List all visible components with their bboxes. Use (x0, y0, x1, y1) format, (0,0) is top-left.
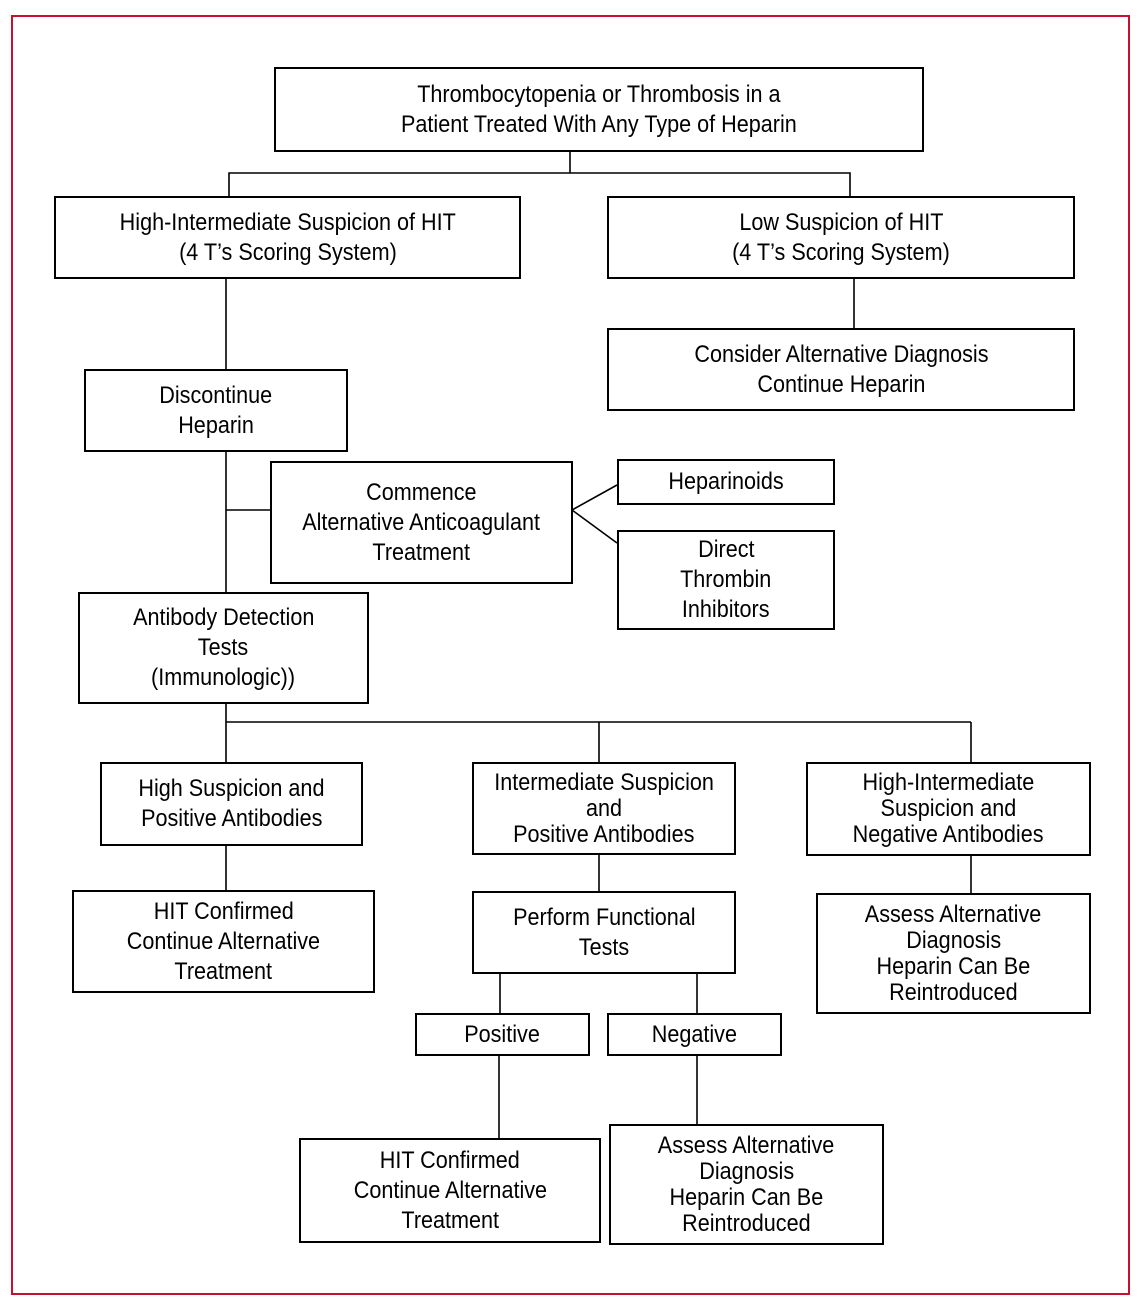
node-discontinue-heparin: Discontinue Heparin (84, 369, 348, 452)
connector-direct-thrombin (571, 509, 618, 544)
node-high-suspicion-positive: High Suspicion and Positive Antibodies (100, 762, 363, 846)
node-root: Thrombocytopenia or Thrombosis in a Pati… (274, 67, 924, 152)
node-commence-alternative: Commence Alternative Anticoagulant Treat… (270, 461, 573, 584)
node-direct-thrombin-inhibitors: Direct Thrombin Inhibitors (617, 530, 835, 630)
node-consider-alternative: Consider Alternative Diagnosis Continue … (607, 328, 1075, 411)
node-low-suspicion: Low Suspicion of HIT (4 T’s Scoring Syst… (607, 196, 1075, 279)
figure-frame (11, 15, 1130, 1295)
node-high-intermediate-suspicion: High-Intermediate Suspicion of HIT (4 T’… (54, 196, 521, 279)
connector-root-branch (228, 172, 851, 196)
node-heparinoids: Heparinoids (617, 459, 835, 505)
node-assess-alternative-2: Assess Alternative Diagnosis Heparin Can… (609, 1124, 884, 1245)
node-antibody-detection-tests: Antibody Detection Tests (Immunologic)) (78, 592, 369, 704)
node-high-intermediate-negative: High-Intermediate Suspicion and Negative… (806, 762, 1091, 856)
connector-heparinoids (571, 484, 618, 511)
node-perform-functional-tests: Perform Functional Tests (472, 891, 736, 974)
node-assess-alternative-1: Assess Alternative Diagnosis Heparin Can… (816, 893, 1091, 1014)
node-negative: Negative (607, 1013, 782, 1056)
node-positive: Positive (415, 1013, 590, 1056)
node-hit-confirmed-1: HIT Confirmed Continue Alternative Treat… (72, 890, 375, 993)
node-intermediate-suspicion-positive: Intermediate Suspicion and Positive Anti… (472, 762, 736, 855)
node-hit-confirmed-2: HIT Confirmed Continue Alternative Treat… (299, 1138, 601, 1243)
